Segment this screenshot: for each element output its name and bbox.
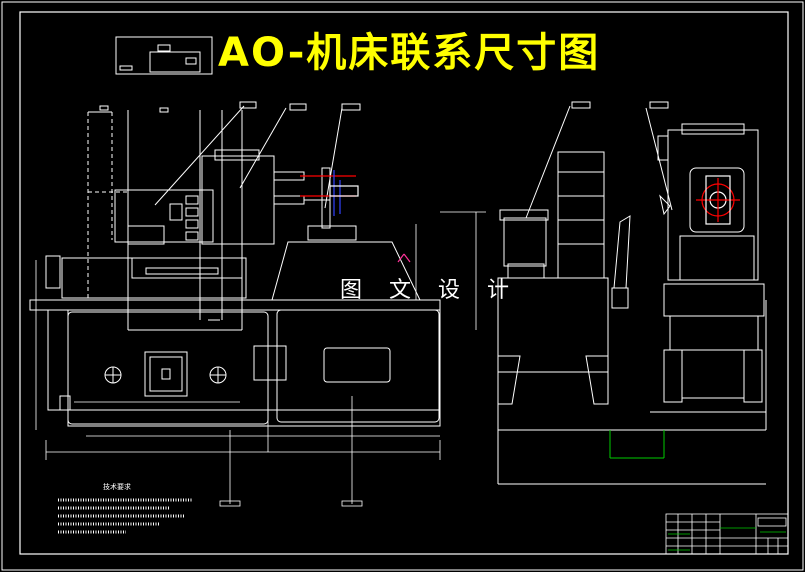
left-machine-front-view xyxy=(29,110,441,427)
technical-notes-title: 技术要求 xyxy=(103,483,131,491)
fixture-color-details xyxy=(300,170,411,263)
watermark-text: 图 文 设 计 xyxy=(340,278,519,303)
left-leader-lines xyxy=(99,101,361,209)
side-view-machine xyxy=(497,101,766,485)
technical-notes xyxy=(58,498,192,534)
title-block xyxy=(665,513,789,555)
green-dimension xyxy=(609,430,665,459)
press-chuck-detail xyxy=(696,175,740,225)
inner-border xyxy=(19,11,789,555)
overview-sketch xyxy=(115,36,213,75)
left-dimension-lines xyxy=(35,211,486,507)
right-press-view xyxy=(608,101,767,431)
drawing-title: AO-机床联系尺寸图 xyxy=(218,30,601,76)
